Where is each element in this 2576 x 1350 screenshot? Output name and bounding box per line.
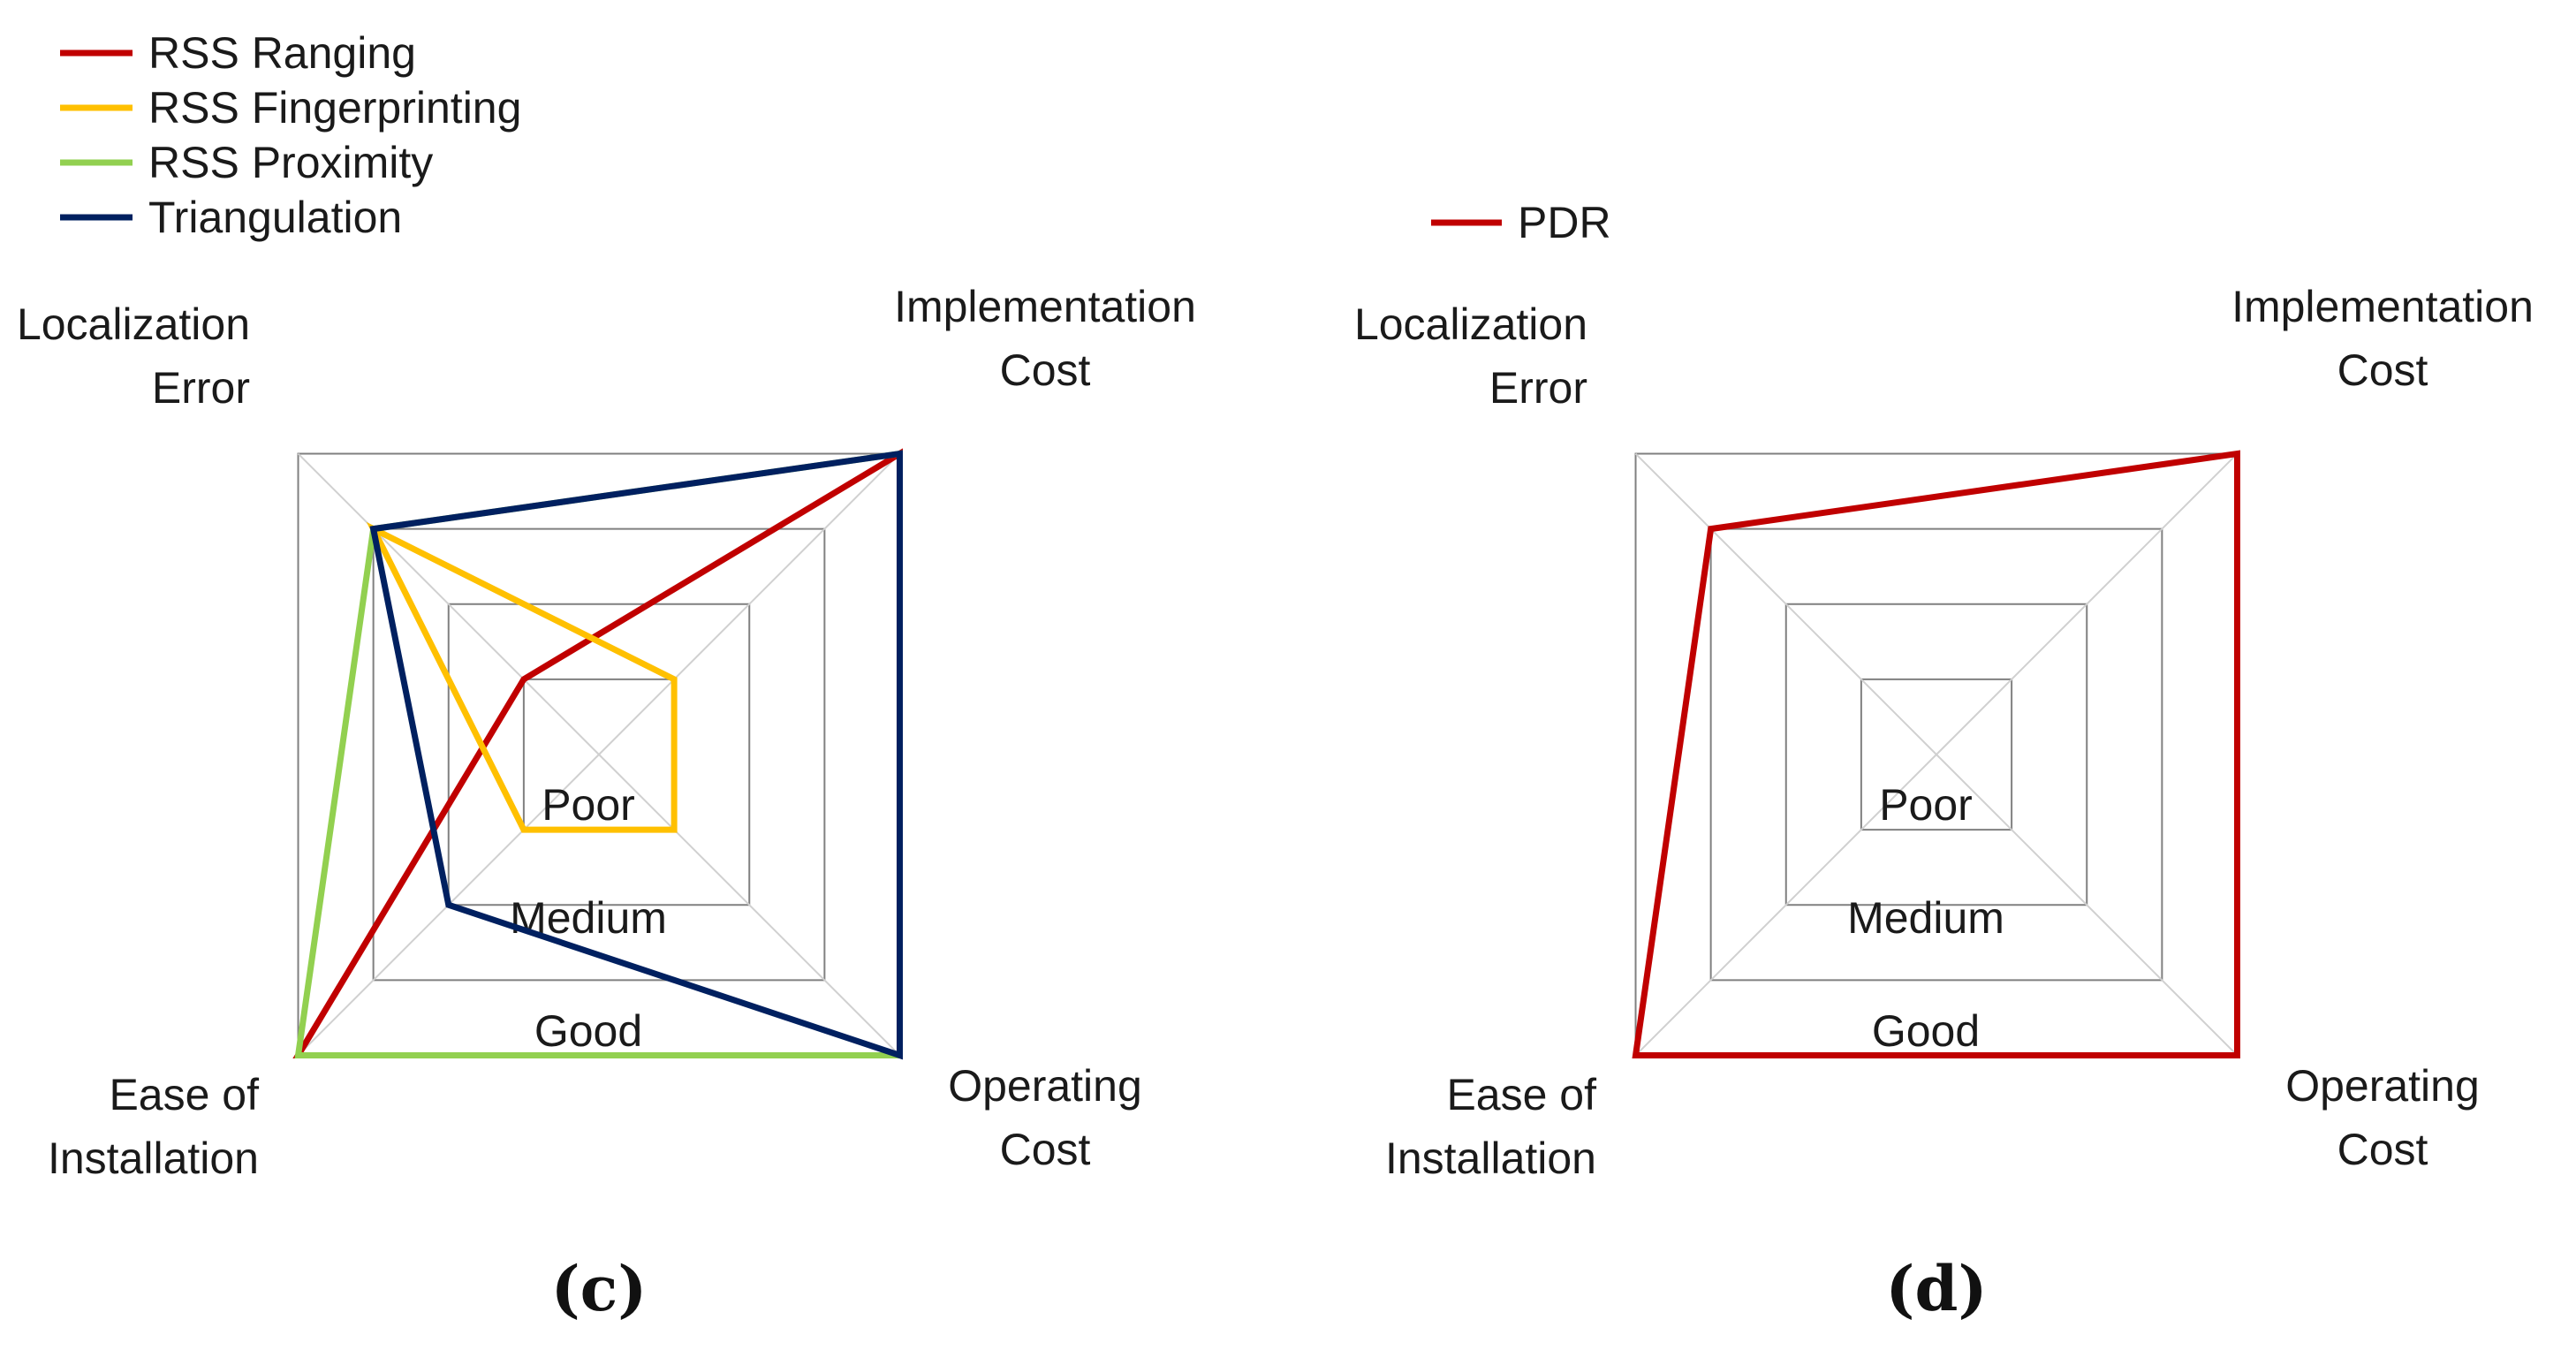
- spoke-0: [1634, 452, 1937, 755]
- grid-level-3: [372, 527, 826, 982]
- spoke-1: [598, 452, 901, 755]
- spoke-3: [1634, 754, 1937, 1057]
- level-label-poor: Poor: [542, 780, 635, 830]
- spoke-2: [598, 754, 901, 1057]
- series-triangulation: [369, 450, 903, 1060]
- spoke-2: [1936, 754, 2239, 1057]
- spoke-0: [297, 452, 600, 755]
- level-label-poor: Poor: [1879, 780, 1973, 830]
- grid-level-3: [1709, 527, 2163, 982]
- legend-label-triangulation: Triangulation: [148, 193, 402, 242]
- series-pdr: [1632, 450, 2240, 1058]
- chart-caption: (d): [1885, 1252, 1987, 1325]
- spoke-1: [1936, 452, 2239, 755]
- legend-label-pdr: PDR: [1518, 198, 1611, 247]
- level-label-good: Good: [1872, 1006, 1980, 1056]
- level-label-good: Good: [534, 1006, 642, 1056]
- grid-level-1: [1860, 678, 2013, 831]
- legend-label-rss-ranging: RSS Ranging: [148, 28, 416, 78]
- chart-caption: (c): [551, 1252, 648, 1325]
- grid-level-2: [1784, 603, 2088, 906]
- legend-label-rss-fingerprinting: RSS Fingerprinting: [148, 83, 521, 133]
- level-label-medium: Medium: [1847, 893, 2004, 943]
- grid-level-2: [447, 603, 751, 906]
- series-rss-fingerprinting: [366, 521, 678, 833]
- legend: PDR: [1431, 198, 1611, 247]
- legend-label-rss-proximity: RSS Proximity: [148, 138, 433, 187]
